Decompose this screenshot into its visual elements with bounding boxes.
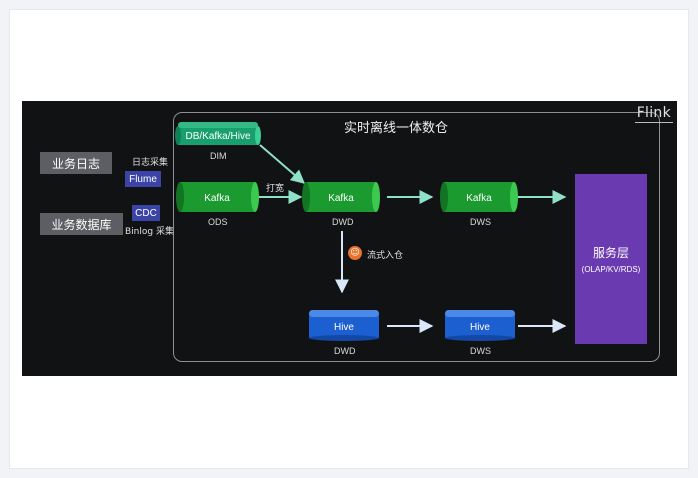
source-business-database: 业务数据库: [40, 213, 123, 235]
diagram-canvas: DB/Kafka/Hive Kafka Kafka Kafka: [22, 101, 677, 376]
flink-brand: Flink: [636, 105, 671, 121]
diagram-title: 实时离线一体数仓: [344, 121, 449, 136]
dwd-offline-label: DWD: [334, 346, 356, 356]
dwd-kafka-cylinder: Kafka: [302, 182, 380, 212]
dws-offline-label: DWS: [470, 346, 491, 356]
dws-kafka-cylinder: Kafka: [440, 182, 518, 212]
dws-hive-cylinder-label: Hive: [470, 322, 490, 333]
dim-cylinder-label: DB/Kafka/Hive: [185, 131, 250, 142]
dwd-hive-cylinder: Hive: [309, 310, 379, 341]
service-layer-subtitle: (OLAP/KV/RDS): [581, 265, 641, 274]
stream-load-edge-label: 流式入仓: [367, 251, 404, 261]
unified-warehouse-frame: [173, 112, 660, 362]
ods-cylinder-label: Kafka: [204, 193, 230, 204]
source-business-logs: 业务日志: [40, 152, 112, 174]
arrow-dim-to-dwd: [259, 144, 306, 184]
cdc-tag: CDC: [132, 205, 160, 221]
flink-underline: [635, 122, 673, 123]
service-layer: 服务层 (OLAP/KV/RDS): [575, 174, 647, 344]
diagram-graphics: DB/Kafka/Hive Kafka Kafka Kafka: [175, 122, 567, 341]
binlog-collection-note: Binlog 采集: [125, 227, 174, 237]
dim-cylinder: DB/Kafka/Hive: [175, 122, 261, 145]
person-icon: ☺: [348, 246, 362, 260]
dwd-realtime-label: DWD: [332, 217, 354, 227]
dwd-hive-cylinder-label: Hive: [334, 322, 354, 333]
dim-label: DIM: [210, 151, 227, 161]
ods-cylinder: Kafka: [176, 182, 259, 212]
dws-realtime-label: DWS: [470, 217, 491, 227]
log-collection-note: 日志采集: [132, 158, 169, 168]
flume-tag: Flume: [125, 171, 161, 187]
dwd-kafka-cylinder-label: Kafka: [328, 193, 354, 204]
ods-label: ODS: [208, 217, 228, 227]
widen-edge-label: 打宽: [266, 184, 285, 194]
service-layer-title: 服务层: [592, 246, 629, 260]
dws-kafka-cylinder-label: Kafka: [466, 193, 492, 204]
dws-hive-cylinder: Hive: [445, 310, 515, 341]
